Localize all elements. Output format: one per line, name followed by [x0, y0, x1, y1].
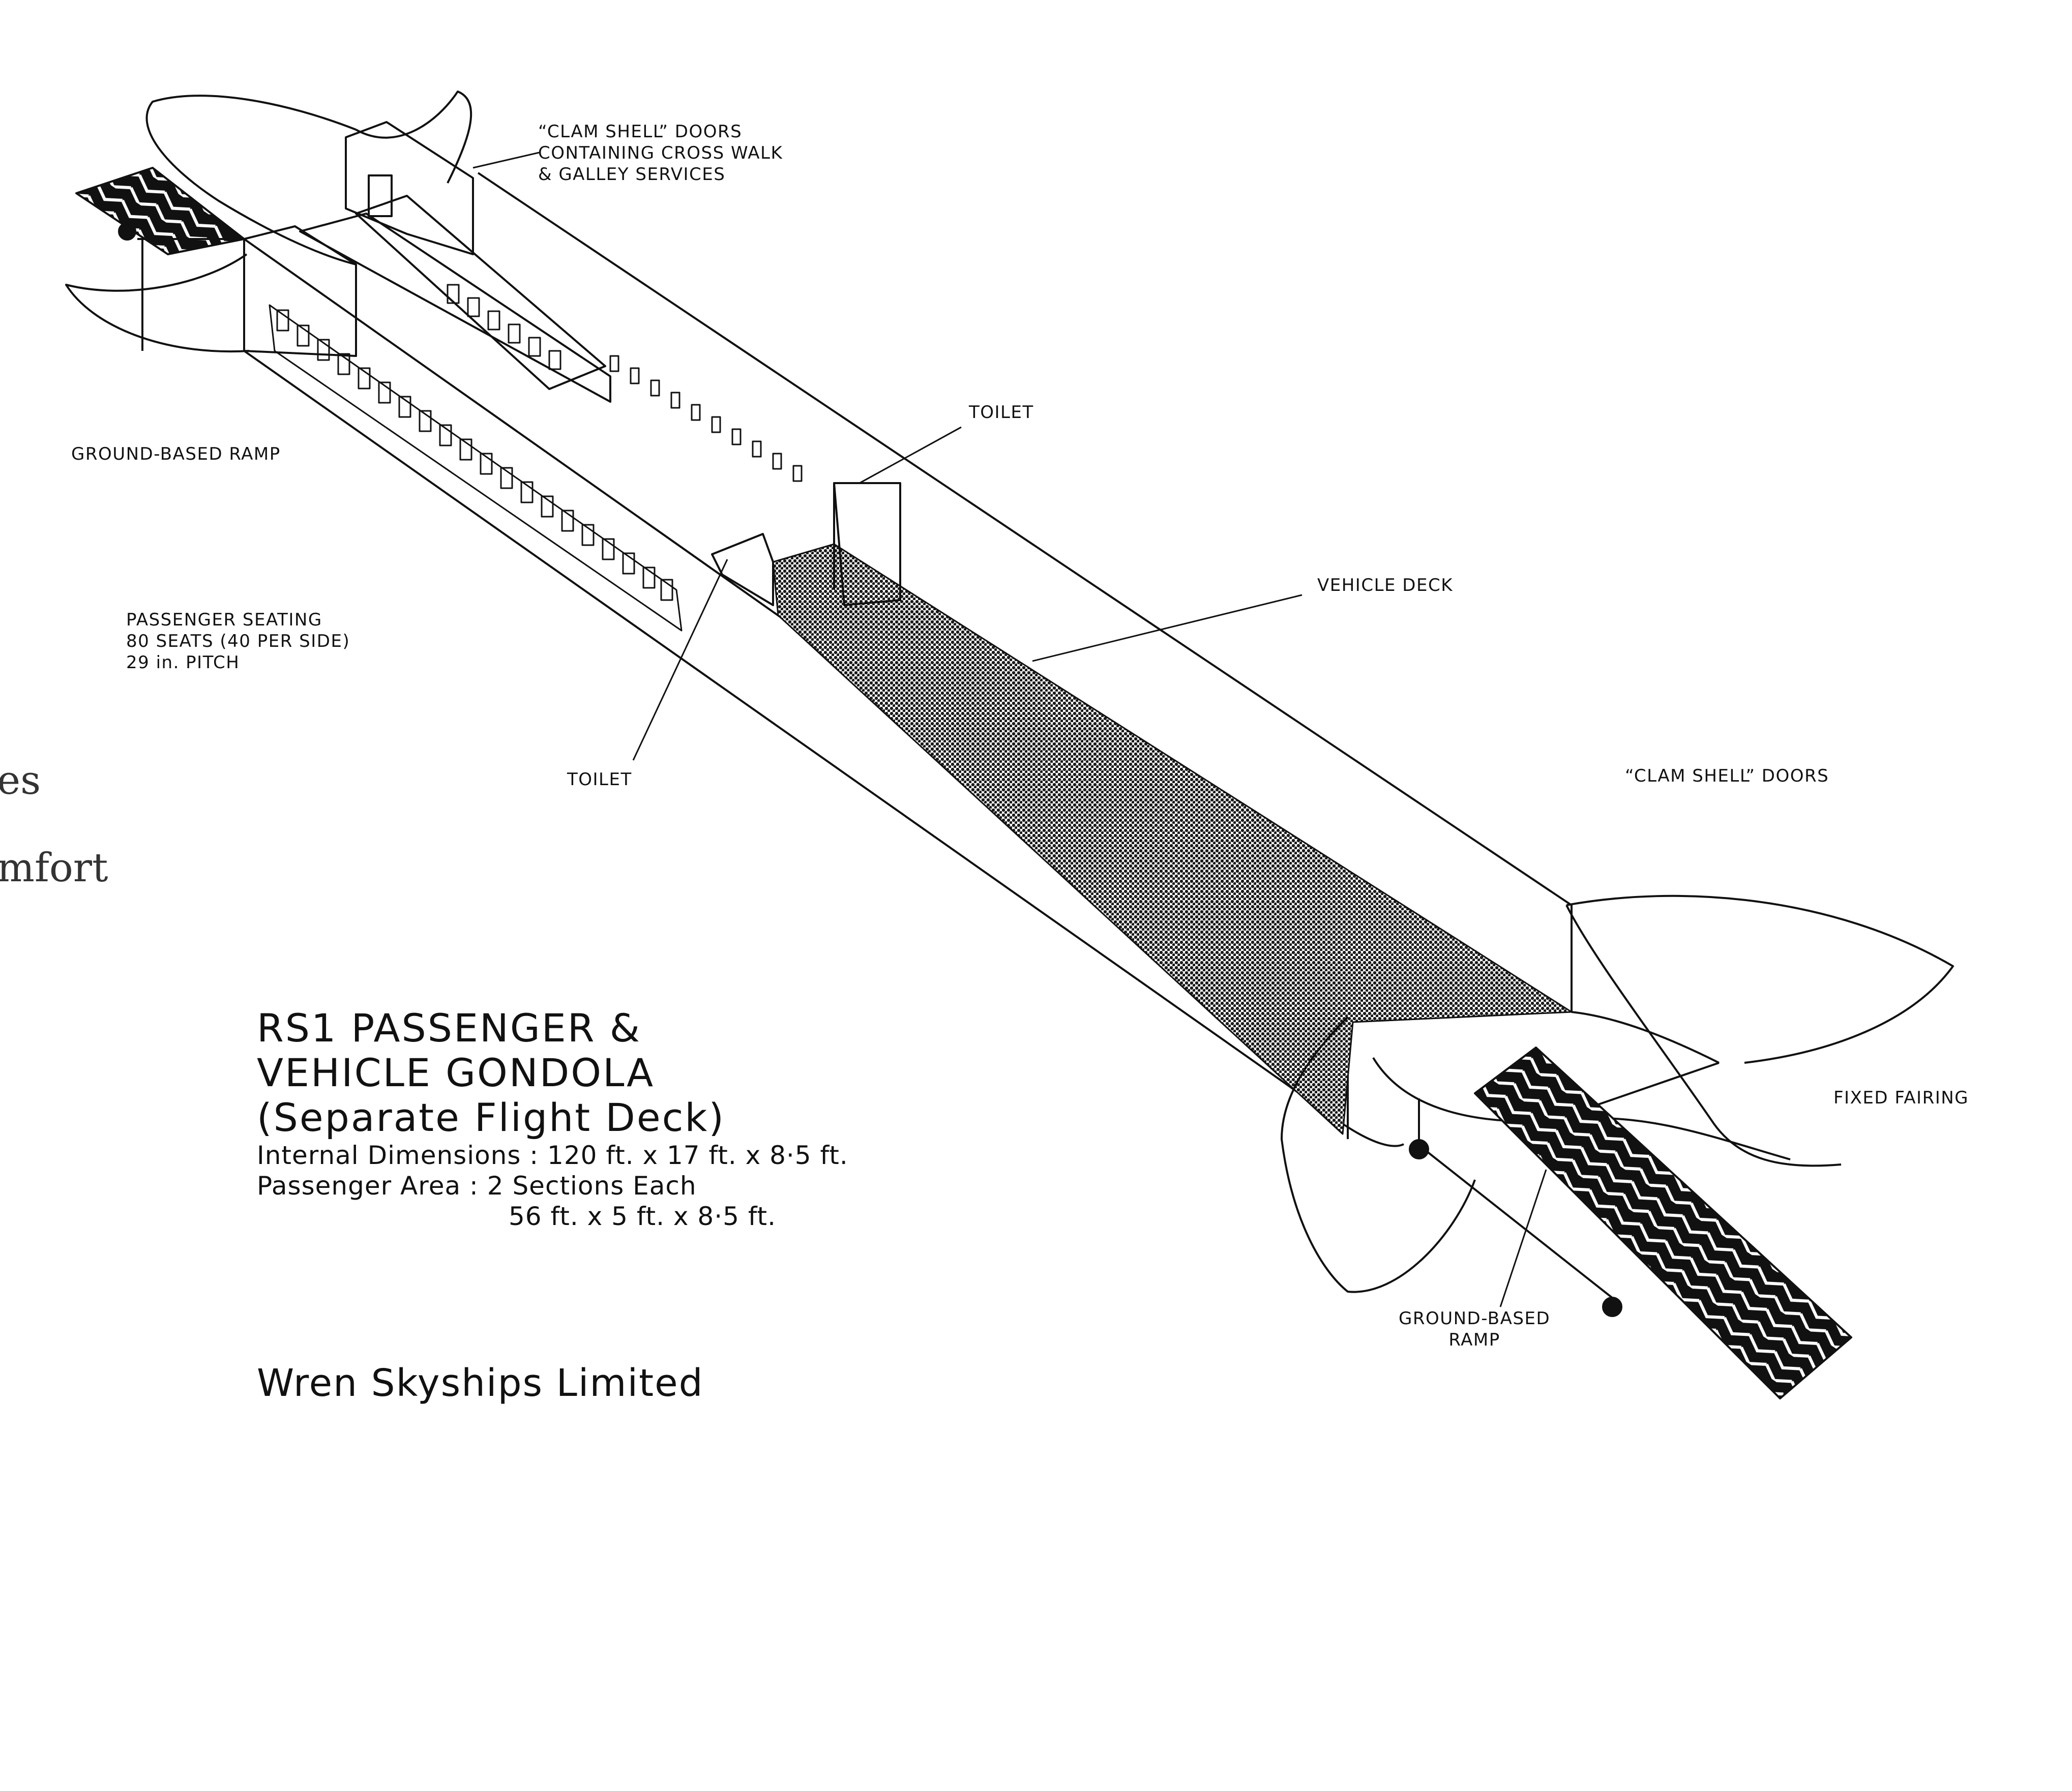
leader-lines [472, 152, 1547, 1307]
label-line: GROUND-BASED [1399, 1308, 1551, 1329]
edge-fragment-1: es [0, 758, 41, 803]
label-fixed-fairing: FIXED FAIRING [1833, 1088, 1969, 1108]
label-line: CONTAINING CROSS WALK [538, 143, 783, 163]
label-line: 80 SEATS (40 PER SIDE) [126, 631, 350, 651]
left-ramp [75, 167, 245, 255]
title-line-1: RS1 PASSENGER & [257, 1005, 642, 1051]
passenger-area-size: 56 ft. x 5 ft. x 8·5 ft. [509, 1202, 777, 1231]
diagram-title-block: RS1 PASSENGER & VEHICLE GONDOLA (Separat… [257, 1006, 848, 1232]
vehicle-deck [772, 543, 1573, 1135]
passenger-seating-far [299, 121, 901, 606]
internal-dimensions: Internal Dimensions : 120 ft. x 17 ft. x… [257, 1141, 848, 1170]
label-line: “CLAM SHELL” DOORS [538, 122, 743, 142]
label-clam-shell-doors-right: “CLAM SHELL” DOORS [1625, 766, 1829, 786]
label-line: RAMP [1448, 1330, 1500, 1350]
label-clam-shell-doors-top: “CLAM SHELL” DOORS CONTAINING CROSS WALK… [538, 121, 783, 185]
label-line: 29 in. PITCH [126, 652, 240, 673]
company-name: Wren Skyships Limited [257, 1361, 704, 1405]
passenger-seating-near [269, 304, 774, 632]
right-ramp [1409, 1047, 1852, 1399]
label-passenger-seating: PASSENGER SEATING 80 SEATS (40 PER SIDE)… [126, 609, 350, 673]
label-line: PASSENGER SEATING [126, 610, 322, 630]
left-clam-shell-doors [65, 91, 472, 352]
label-toilet-lower: TOILET [567, 769, 632, 790]
label-ground-ramp-right: GROUND-BASED RAMP [1399, 1308, 1550, 1351]
label-vehicle-deck: VEHICLE DECK [1317, 575, 1454, 595]
label-toilet-upper: TOILET [969, 402, 1034, 423]
passenger-area: Passenger Area : 2 Sections Each [257, 1171, 697, 1201]
title-line-2: VEHICLE GONDOLA [257, 1050, 655, 1095]
edge-fragment-2: mfort [0, 845, 108, 891]
title-line-3: (Separate Flight Deck) [257, 1095, 726, 1140]
label-ground-ramp-left: GROUND-BASED RAMP [71, 444, 281, 464]
label-line: & GALLEY SERVICES [538, 164, 726, 185]
